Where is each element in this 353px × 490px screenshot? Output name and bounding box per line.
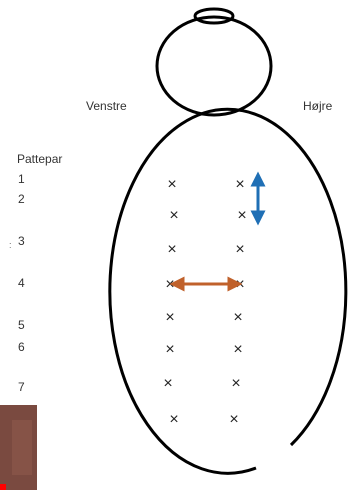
right-side-label: Højre (303, 99, 333, 113)
teat-mark-right-7: × (231, 375, 240, 392)
pair-number-6: 6 (18, 340, 25, 354)
head-outline (155, 15, 273, 117)
teat-mark-left-1: × (167, 176, 176, 193)
teat-mark-left-4: × (165, 276, 174, 293)
teat-mark-left-6: × (165, 341, 174, 358)
teat-mark-left-5: × (165, 309, 174, 326)
head-top-knob (193, 7, 235, 25)
body-outline (108, 107, 348, 475)
teat-mark-right-3: × (235, 241, 244, 258)
pair-number-7: 7 (18, 380, 25, 394)
pair-header-label: Pattepar (17, 152, 62, 166)
pair-number-5: 5 (18, 318, 25, 332)
teat-mark-right-6: × (233, 341, 242, 358)
teat-mark-right-5: × (233, 309, 242, 326)
teat-mark-right-1: × (235, 176, 244, 193)
corner-photo-shade (12, 420, 32, 475)
teat-mark-left-8: × (169, 411, 178, 428)
pair-number-3: 3 (18, 234, 25, 248)
teat-mark-left-2: × (169, 207, 178, 224)
pair-number-4: 4 (18, 276, 25, 290)
stray-tick: : (9, 240, 12, 250)
pair-number-2: 2 (18, 192, 25, 206)
teat-mark-left-3: × (167, 241, 176, 258)
pair-number-1: 1 (18, 172, 25, 186)
teat-mark-grid: ×××××××××××××××× (163, 176, 246, 428)
teat-mark-right-8: × (229, 411, 238, 428)
teat-mark-right-2: × (237, 207, 246, 224)
left-side-label: Venstre (86, 99, 127, 113)
teat-mark-left-7: × (163, 375, 172, 392)
corner-red-mark (0, 484, 6, 490)
pair-number-column: 1 2 3 4 5 6 7 (18, 172, 25, 394)
